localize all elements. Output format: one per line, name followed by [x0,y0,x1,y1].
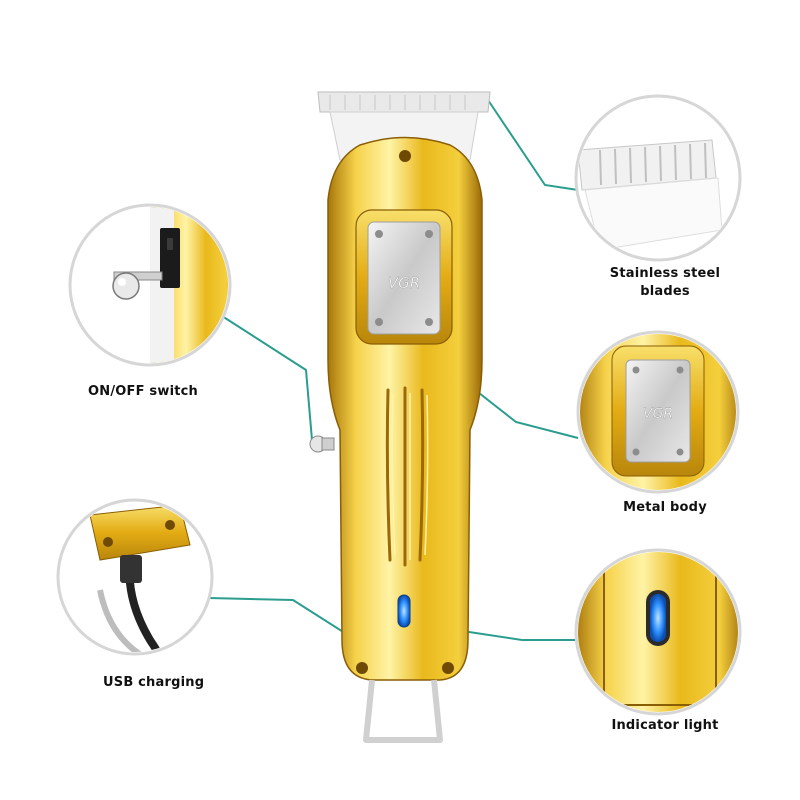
trimmer: VGR [309,91,491,743]
label-stainless-steel-blades: Stainless steel blades [590,265,740,301]
inset-light [574,548,742,716]
label-indicator-light: Indicator light [611,718,719,733]
screw-bottom-left [356,662,368,674]
inset-blades [574,94,742,262]
leader-line-blades [487,99,579,191]
label-usb-charging: USB charging [103,675,205,690]
brand-plate [367,221,441,335]
inset-body: VGR [576,330,740,494]
blade-head [317,91,491,113]
screw-bottom-right [442,662,454,674]
label-metal-body: Metal body [623,500,707,515]
hanging-loop [363,679,443,743]
inset-switch [68,203,232,367]
inset-usb [56,498,214,656]
label-blades-line-2: blades [640,284,690,299]
inset-brand-mark: VGR [643,406,673,422]
indicator-light [397,594,411,628]
label-on-off-switch: ON/OFF switch [88,384,198,399]
label-blades-line-1: Stainless steel [609,266,721,281]
body-grooves [385,386,425,567]
brand-mark: VGR [388,274,420,292]
leader-line-switch [221,315,313,441]
screw-top [399,150,411,162]
inset-indicator-light [650,594,666,642]
